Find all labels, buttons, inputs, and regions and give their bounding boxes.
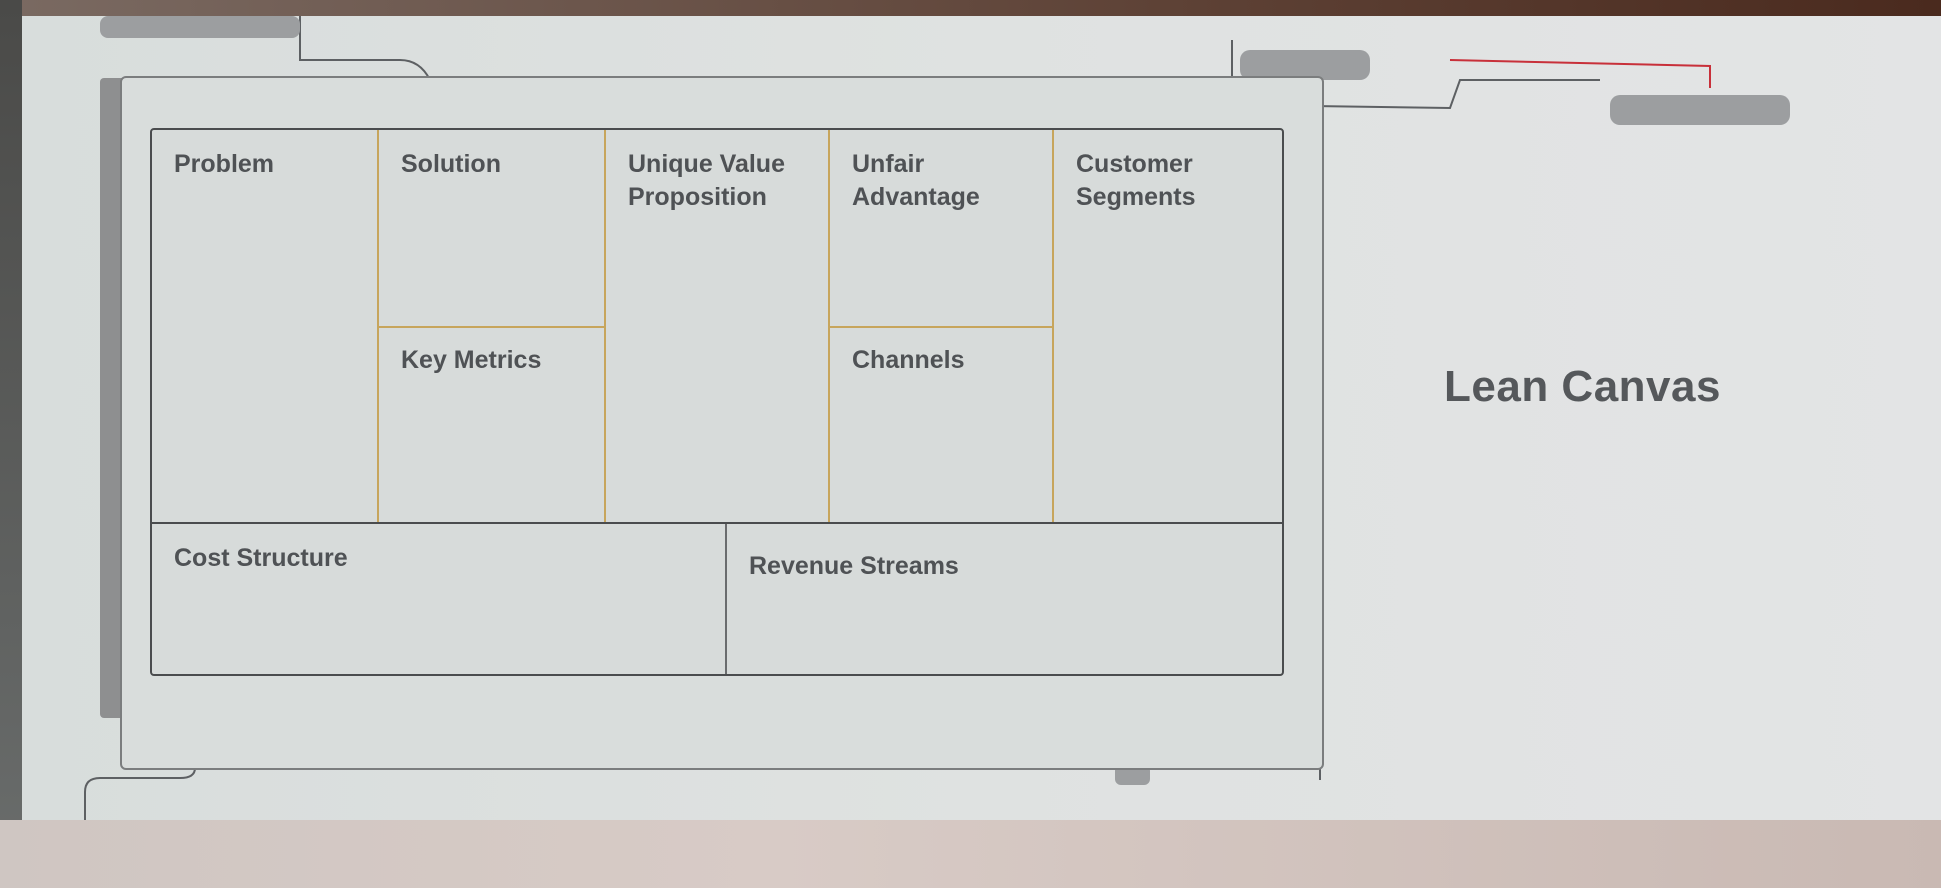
unique-value-proposition-box: Unique Value Proposition <box>606 130 830 522</box>
section-divider <box>152 522 1282 524</box>
solution-metrics-divider <box>379 326 606 328</box>
solution-column-divider <box>379 130 606 326</box>
problem-label: Problem <box>174 150 275 178</box>
slide-title: Lean Canvas <box>1444 362 1721 411</box>
advantage-channels-divider <box>830 326 1054 328</box>
key-metrics-label: Key Metrics <box>401 346 542 374</box>
lean-canvas-board: Problem Solution Key Metrics Unique Valu… <box>150 128 1284 676</box>
projector-bottom-edge <box>0 820 1941 888</box>
unfair-advantage-label: Unfair Advantage <box>852 150 980 211</box>
cost-structure-label: Cost Structure <box>174 544 348 572</box>
channels-label: Channels <box>852 346 965 374</box>
projector-top-edge <box>0 0 1941 16</box>
customer-segments-box: Customer Segments <box>1054 130 1282 522</box>
revenue-streams-label: Revenue Streams <box>749 552 959 580</box>
unique-value-proposition-label: Unique Value Proposition <box>628 150 785 211</box>
projector-left-edge <box>0 0 22 888</box>
key-metrics-box: Key Metrics <box>379 326 606 522</box>
revenue-streams-box: Revenue Streams <box>727 524 1282 674</box>
unfair-advantage-box: Unfair Advantage <box>830 130 1054 326</box>
cost-structure-box: Cost Structure <box>152 524 727 674</box>
problem-box: Problem <box>152 130 379 522</box>
channels-box: Channels <box>830 326 1054 522</box>
unfair-column-divider <box>830 130 1054 326</box>
customer-segments-label: Customer Segments <box>1076 150 1196 211</box>
solution-label: Solution <box>401 150 501 178</box>
solution-box: Solution <box>379 130 606 326</box>
